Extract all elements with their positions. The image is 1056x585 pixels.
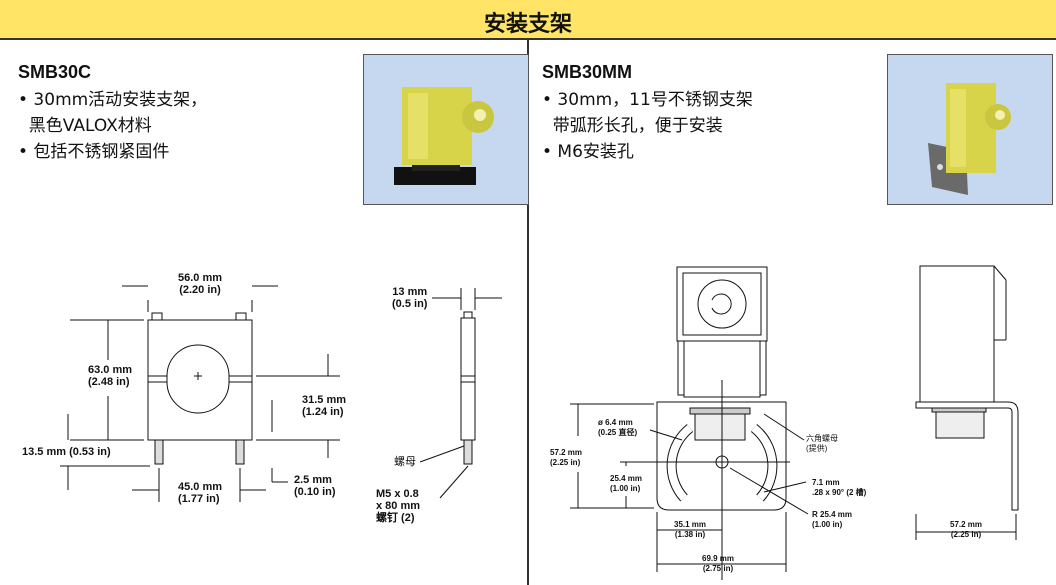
dim-right-height: 57.2 mm(2.25 in) xyxy=(550,448,583,467)
product-name-right: SMB30MM xyxy=(542,62,633,82)
bracket-photo-right xyxy=(928,83,1011,195)
dim-left-center: 31.5 mm(1.24 in) xyxy=(302,394,347,418)
bullet-left-2: 黑色VALOX材料 xyxy=(18,116,152,136)
dim-left-stud: 13.5 mm (0.53 in) xyxy=(22,446,111,458)
dim-left-gap: 2.5 mm(0.10 in) xyxy=(294,474,336,498)
product-photo-left xyxy=(363,54,529,205)
bracket-photo-left xyxy=(394,87,494,185)
dim-right-side: 57.2 mm(2.25 in) xyxy=(950,520,983,539)
bullet-right-1: • 30mm，11号不锈钢支架 xyxy=(542,90,753,110)
product-photo-right xyxy=(887,54,1053,205)
dim-left-height: 63.0 mm(2.48 in) xyxy=(88,364,133,388)
dim-right-radius: R 25.4 mm(1.00 in) xyxy=(812,510,853,529)
bullet-right-2: 带弧形长孔，便于安装 xyxy=(542,116,723,136)
dim-right-width: 69.9 mm(2.75 in) xyxy=(702,554,735,573)
bullet-left-3: • 包括不锈钢紧固件 xyxy=(18,142,170,162)
column-divider xyxy=(527,40,529,585)
dim-right-half: 35.1 mm(1.38 in) xyxy=(674,520,707,539)
bullet-right-3: • M6安装孔 xyxy=(542,142,634,162)
dim-right-center: 25.4 mm(1.00 in) xyxy=(610,474,643,493)
dim-right-hole: ø 6.4 mm(0.25 直径) xyxy=(598,418,638,437)
dim-left-base: 45.0 mm(1.77 in) xyxy=(178,481,223,505)
product-name-left: SMB30C xyxy=(18,62,92,82)
label-nut: 螺母 xyxy=(394,456,416,468)
section-header: 安装支架 xyxy=(0,0,1056,40)
dim-left-width-top: 56.0 mm(2.20 in) xyxy=(178,272,223,296)
bullet-left-1: • 30mm活动安装支架， xyxy=(18,90,208,110)
dim-left-side: 13 mm(0.5 in) xyxy=(392,286,428,310)
label-hexnut: 六角螺母(提供) xyxy=(806,434,838,453)
dim-right-slot: 7.1 mm.28 x 90° (2 槽) xyxy=(812,478,867,497)
section-title: 安装支架 xyxy=(483,12,572,37)
